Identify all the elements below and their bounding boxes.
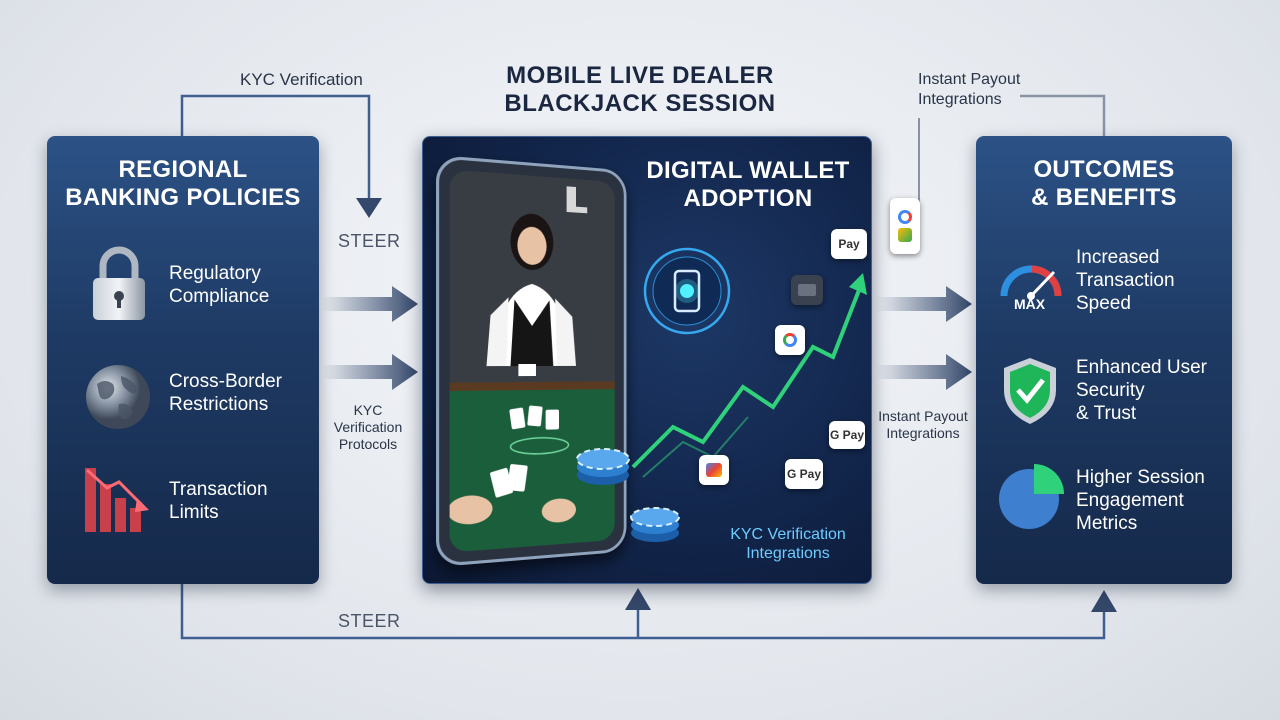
kyc-verification-label: KYC Verification — [240, 70, 363, 89]
wallet-app-badge-top — [890, 198, 920, 254]
transaction-limits-text: Transaction Limits — [169, 479, 268, 523]
arrow-center-to-right-1 — [876, 286, 972, 322]
google-pay-badge-2: G Pay — [785, 459, 823, 489]
instant-payout-label-mid: Instant Payout Integrations — [878, 408, 968, 441]
kyc-verification-integrations-label: KYC Verification Integrations — [730, 526, 846, 562]
regional-banking-policies-panel: REGIONAL BANKING POLICIES Regulatory Com… — [47, 136, 319, 584]
higher-session-engagement-text: Higher Session Engagement Metrics — [1076, 467, 1205, 534]
increased-transaction-speed-text: Increased Transaction Speed — [1076, 247, 1175, 314]
left-panel-title: REGIONAL BANKING POLICIES — [65, 156, 301, 211]
arrow-center-to-right-2 — [876, 354, 972, 390]
growth-arrow-icon — [631, 273, 867, 478]
poker-chips-icon-2 — [630, 507, 680, 542]
apple-pay-badge: Pay — [831, 229, 867, 259]
cross-border-restrictions-text: Cross-Border Restrictions — [169, 371, 282, 415]
google-wallet-badge — [775, 325, 805, 355]
padlock-icon — [93, 246, 145, 320]
center-panel-title: DIGITAL WALLET ADOPTION — [646, 157, 850, 212]
arrow-left-to-center-1 — [322, 286, 418, 322]
steer-label-top: STEER — [338, 231, 401, 251]
wallet-app-badge — [699, 455, 729, 485]
page-title: MOBILE LIVE DEALER BLACKJACK SESSION — [504, 62, 776, 117]
speedometer-icon — [1000, 265, 1062, 300]
smartphone-mockup — [435, 154, 627, 568]
dealer-figure — [449, 169, 615, 553]
outcomes-benefits-panel: OUTCOMES & BENEFITS MAX Increased Transa… — [976, 136, 1232, 584]
arrow-left-to-center-2 — [322, 354, 418, 390]
instant-payout-label-top: Instant Payout Integrations — [918, 71, 1021, 108]
shield-check-icon — [1004, 358, 1056, 424]
glowing-phone-icon — [643, 247, 731, 335]
google-pay-badge-1: G Pay — [829, 421, 865, 449]
pie-chart-icon — [999, 464, 1064, 529]
kyc-protocols-label: KYC Verification Protocols — [333, 402, 403, 452]
speedometer-max-label: MAX — [1014, 296, 1046, 312]
live-dealer-screen — [449, 169, 615, 553]
regulatory-compliance-text: Regulatory Compliance — [169, 263, 270, 307]
globe-icon — [86, 365, 150, 429]
right-panel-title: OUTCOMES & BENEFITS — [1031, 156, 1177, 211]
declining-bars-icon — [85, 468, 149, 532]
digital-wallet-adoption-panel: DIGITAL WALLET ADOPTION Pay G Pay G Pay — [422, 136, 872, 584]
wallet-card-badge — [791, 275, 823, 305]
steer-label-bottom: STEER — [338, 611, 401, 631]
poker-chips-icon — [576, 448, 630, 485]
enhanced-user-security-text: Enhanced User Security & Trust — [1076, 357, 1207, 424]
